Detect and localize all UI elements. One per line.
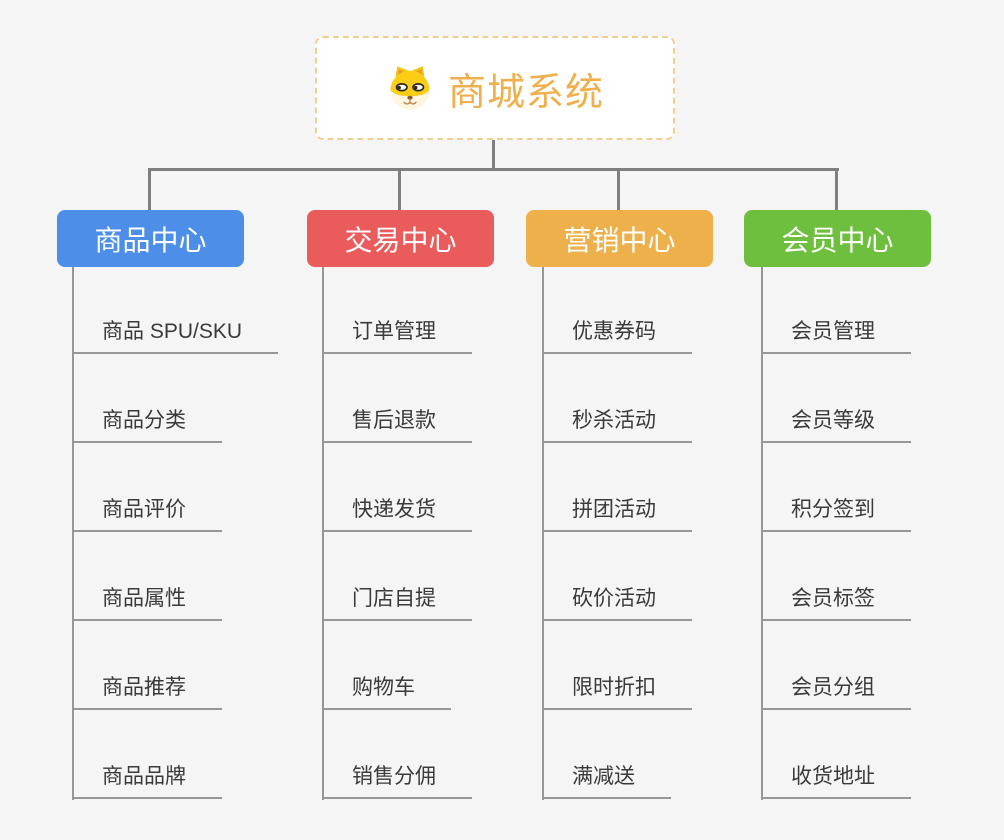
drop-line-product [148, 169, 151, 211]
branch-node-trade-center[interactable]: 交易中心 [307, 210, 494, 267]
leaf-node[interactable]: 快递发货 [322, 497, 472, 532]
trunk-line-member [761, 267, 763, 800]
leaf-node[interactable]: 购物车 [322, 675, 451, 710]
leaf-node[interactable]: 会员管理 [761, 319, 911, 354]
leaf-node[interactable]: 砍价活动 [542, 586, 692, 621]
leaf-node[interactable]: 限时折扣 [542, 675, 692, 710]
leaf-node[interactable]: 秒杀活动 [542, 408, 692, 443]
leaf-node[interactable]: 商品评价 [72, 497, 222, 532]
branch-label: 营销中心 [563, 224, 676, 256]
leaf-node[interactable]: 商品推荐 [72, 675, 222, 710]
branch-label: 商品中心 [94, 224, 207, 256]
branch-label: 交易中心 [344, 224, 457, 256]
leaf-node[interactable]: 优惠券码 [542, 319, 692, 354]
branch-bus-line [148, 168, 839, 171]
leaf-node[interactable]: 满减送 [542, 764, 671, 799]
leaf-node[interactable]: 商品 SPU/SKU [72, 319, 279, 354]
branch-label: 会员中心 [781, 224, 894, 256]
root-node-mall-system[interactable]: 商城系统 [315, 36, 675, 140]
drop-line-trade [398, 169, 401, 211]
leaf-node[interactable]: 商品品牌 [72, 764, 222, 799]
leaf-node[interactable]: 销售分佣 [322, 764, 472, 799]
leaf-node[interactable]: 会员分组 [761, 675, 911, 710]
leaf-node[interactable]: 门店自提 [322, 586, 472, 621]
dog-face-icon [390, 66, 430, 110]
leaf-node[interactable]: 商品分类 [72, 408, 222, 443]
trunk-line-trade [322, 267, 324, 800]
root-node-title: 商城系统 [447, 71, 604, 114]
leaf-node[interactable]: 订单管理 [322, 319, 472, 354]
drop-line-marketing [617, 169, 620, 211]
leaf-node[interactable]: 拼团活动 [542, 497, 692, 532]
leaf-node[interactable]: 会员等级 [761, 408, 911, 443]
drop-line-member [835, 169, 838, 211]
leaf-node[interactable]: 商品属性 [72, 586, 222, 621]
leaf-node[interactable]: 积分签到 [761, 497, 911, 532]
leaf-node[interactable]: 收货地址 [761, 764, 911, 799]
branch-node-product-center[interactable]: 商品中心 [57, 210, 244, 267]
trunk-line-marketing [542, 267, 544, 800]
branch-node-marketing-center[interactable]: 营销中心 [526, 210, 713, 267]
leaf-node[interactable]: 售后退款 [322, 408, 472, 443]
trunk-line-product [72, 267, 74, 800]
leaf-node[interactable]: 会员标签 [761, 586, 911, 621]
branch-node-member-center[interactable]: 会员中心 [744, 210, 931, 267]
root-connector-line [492, 138, 495, 170]
